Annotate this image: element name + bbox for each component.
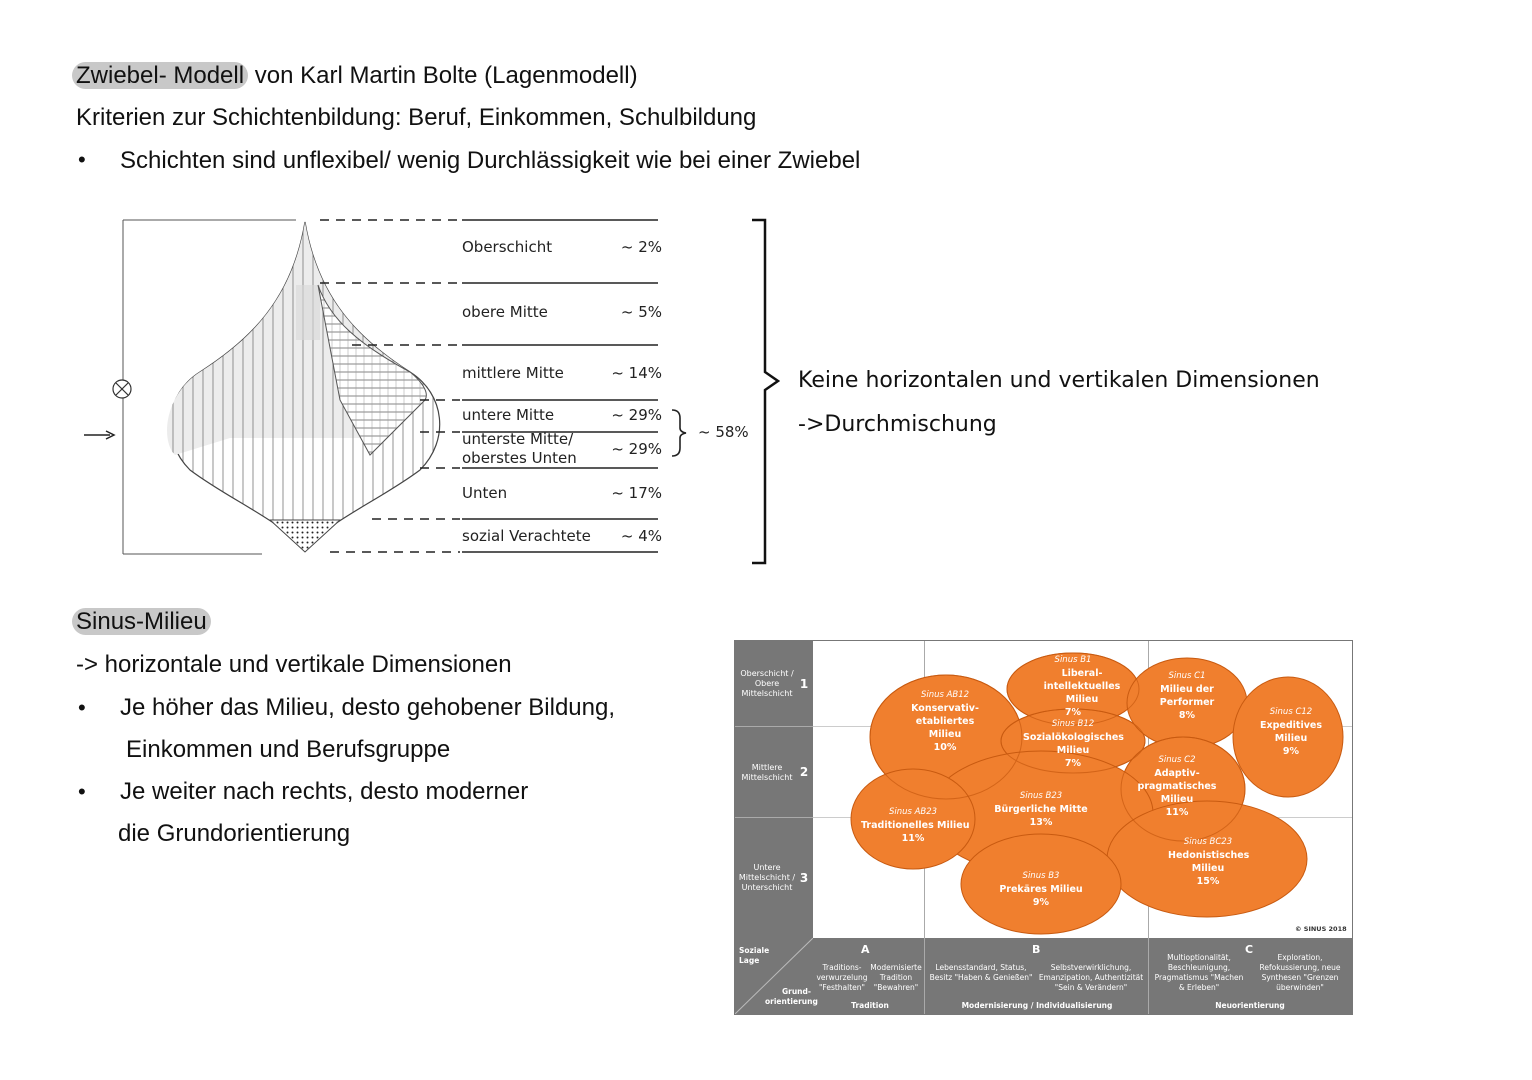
column-desc: Lebensstandard, Status, Besitz "Haben & …	[929, 963, 1033, 982]
column-desc: Selbstverwirklichung, Emanzipation, Auth…	[1038, 963, 1144, 992]
bullet-dot: •	[78, 147, 86, 172]
row-label: Mittlere Mittelschicht	[741, 763, 793, 782]
layer-pct: ~ 5%	[620, 303, 662, 321]
bullet-text: Schichten sind unflexibel/ wenig Durchlä…	[120, 147, 861, 174]
layer-label: Oberschicht	[462, 238, 553, 256]
bullet-dot: •	[78, 695, 86, 720]
layer-label: untere Mitte	[462, 406, 555, 424]
bullet-text-cont: Einkommen und Berufsgruppe	[126, 736, 451, 763]
bullet-dot: •	[78, 779, 86, 804]
right-note-line1: Keine horizontalen und vertikalen Dimens…	[798, 368, 1320, 393]
corner-top: Soziale Lage	[739, 946, 770, 965]
layer-pct: ~ 17%	[611, 484, 662, 502]
row-label: Oberschicht / Obere Mittelschicht	[740, 669, 794, 698]
onion-diagram	[84, 218, 780, 565]
title-highlight: Sinus-Milieu	[72, 608, 211, 635]
milieu-blobs	[850, 652, 1344, 935]
row-num: 1	[799, 677, 809, 691]
column-desc: Multioptionalität, Beschleunigung, Pragm…	[1154, 953, 1244, 992]
row-num: 3	[799, 871, 809, 885]
bottom-bar	[735, 938, 1352, 1014]
column-letter: C	[1245, 943, 1254, 956]
right-note-line2: ->Durchmischung	[798, 412, 997, 437]
row-label: Untere Mittelschicht / Unterschicht	[738, 863, 796, 892]
layer-label: unterste Mitte/	[462, 430, 574, 448]
column-letter: A	[861, 943, 870, 956]
layer-pct: ~ 14%	[611, 364, 662, 382]
layer-label: sozial Verachtete	[462, 527, 591, 545]
layer-pct: ~ 29%	[611, 440, 662, 458]
layer-label: mittlere Mitte	[462, 364, 564, 382]
corner-bottom: Grund-orientierung	[765, 987, 818, 1006]
section2-title: Sinus-Milieu	[72, 608, 211, 636]
column-desc: Modernisierte Tradition "Bewahren"	[870, 963, 922, 992]
sinus-milieu-chart: Oberschicht / Obere Mittelschicht 1 Mitt…	[734, 640, 1353, 1015]
layer-label: Unten	[462, 484, 508, 502]
bullet-text-cont: die Grundorientierung	[118, 820, 351, 847]
brace-total: ~ 58%	[698, 423, 749, 441]
title-highlight: Zwiebel- Modell	[72, 62, 249, 89]
layer-pct: ~ 2%	[620, 238, 662, 256]
row-label-column	[735, 641, 813, 938]
layer-pct: ~ 4%	[620, 527, 662, 545]
layer-pct: ~ 29%	[611, 406, 662, 424]
bullet-text: Je höher das Milieu, desto gehobener Bil…	[120, 694, 615, 721]
section1-title: Zwiebel- Modell von Karl Martin Bolte (L…	[72, 62, 638, 90]
title-rest: von Karl Martin Bolte (Lagenmodell)	[248, 62, 638, 89]
criteria-text: Kriterien zur Schichtenbildung: Beruf, E…	[76, 104, 757, 131]
layer-label: obere Mitte	[462, 303, 548, 321]
column-footer: Tradition	[851, 1001, 889, 1010]
column-footer: Neuorientierung	[1215, 1001, 1285, 1010]
layer-label: oberstes Unten	[462, 449, 577, 467]
row-num: 2	[799, 765, 809, 779]
column-desc: Traditions-verwurzelung "Festhalten"	[816, 963, 868, 992]
bullet-text: Je weiter nach rechts, desto moderner	[120, 778, 529, 805]
column-desc: Exploration, Refokussierung, neue Synthe…	[1259, 953, 1341, 992]
section2-line1: -> horizontale und vertikale Dimensionen	[76, 651, 512, 678]
column-letter: B	[1032, 943, 1041, 956]
column-footer: Modernisierung / Individualisierung	[961, 1001, 1113, 1010]
copyright: © SINUS 2018	[1295, 925, 1347, 933]
